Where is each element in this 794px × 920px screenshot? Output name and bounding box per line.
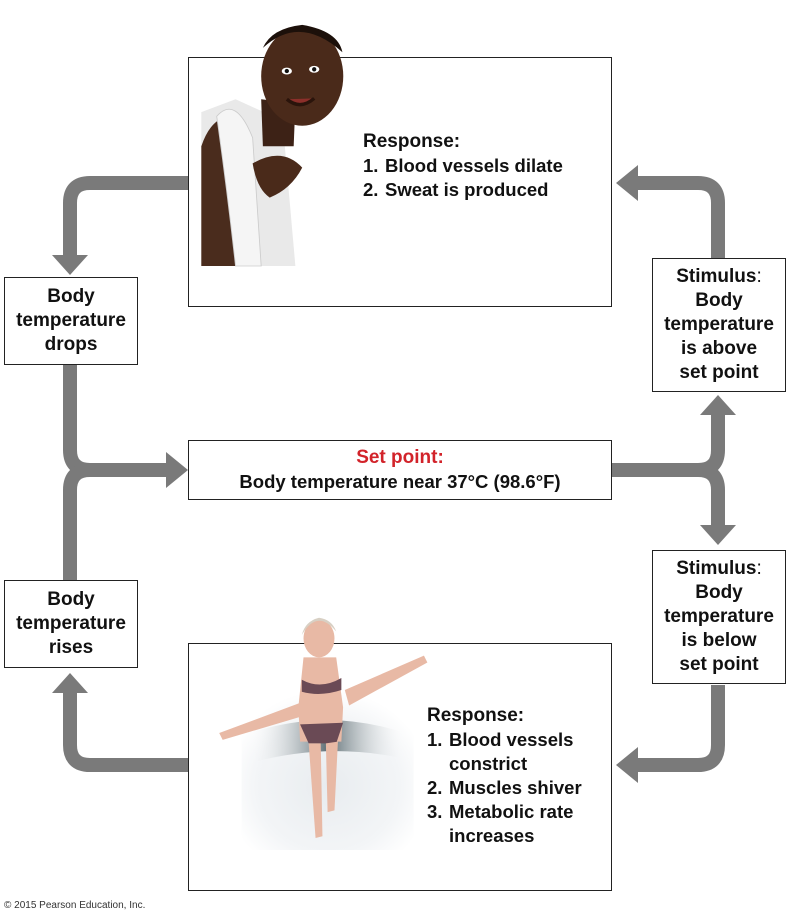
stimulus-above-line-2: temperature — [664, 314, 774, 335]
cold-woman-photo — [219, 617, 428, 850]
stimulus-below-box: Stimulus: Body temperature is below set … — [652, 550, 786, 684]
temperature-drops-box: Body temperature drops — [4, 277, 138, 365]
stimulus-below-label: Stimulus: — [676, 557, 762, 581]
cold-response-box: Response: 1. Blood vessels constrict 2. … — [188, 617, 612, 891]
hot-response-item: 1. Blood vessels dilate — [363, 154, 563, 178]
item-text-line-1: Blood vessels — [449, 729, 574, 750]
stimulus-above-box: Stimulus: Body temperature is above set … — [652, 258, 786, 392]
arrow-drops-to-setpoint — [63, 365, 170, 477]
item-text-line-1: Metabolic rate — [449, 801, 574, 822]
arrowhead-right-setpoint — [166, 452, 188, 488]
arrow-above-to-hot — [635, 176, 725, 258]
item-number: 2. — [427, 777, 443, 798]
item-number: 2. — [363, 179, 379, 200]
rises-line-2: temperature — [16, 613, 126, 634]
arrow-hot-to-drops — [63, 176, 188, 258]
arrowhead-down-below — [700, 525, 736, 545]
cold-response-item: 2. Muscles shiver — [427, 776, 582, 800]
set-point-text: Body temperature near 37°C (98.6°F) — [239, 471, 561, 492]
item-number: 1. — [427, 729, 443, 750]
stimulus-below-line-1: Body — [695, 582, 743, 603]
temperature-rises-box: Body temperature rises — [4, 580, 138, 668]
arrowhead-up-above — [700, 395, 736, 415]
stimulus-colon: : — [756, 558, 762, 579]
stimulus-word: Stimulus — [676, 558, 757, 579]
hot-response-item: 2. Sweat is produced — [363, 178, 563, 202]
stimulus-above-line-4: set point — [679, 362, 759, 383]
arrowhead-up-rises — [52, 673, 88, 693]
drops-line-1: Body — [47, 286, 95, 307]
set-point-title: Set point: — [356, 447, 444, 468]
item-text-line-2: increases — [449, 825, 535, 846]
hot-response-title: Response: — [363, 131, 461, 152]
hot-response-box: Response: 1. Blood vessels dilate 2. Swe… — [188, 24, 612, 307]
stimulus-below-line-3: is below — [681, 630, 757, 651]
item-text-line-1: Muscles shiver — [449, 777, 582, 798]
rises-line-1: Body — [47, 589, 95, 610]
set-point-box: Set point: Body temperature near 37°C (9… — [188, 440, 612, 500]
item-number: 1. — [363, 155, 379, 176]
stimulus-above-label: Stimulus: — [676, 265, 762, 289]
cold-response-item: 3. Metabolic rate increases — [427, 800, 582, 848]
item-text-line-2: constrict — [449, 753, 528, 774]
item-text: Sweat is produced — [385, 179, 549, 200]
rises-line-3: rises — [48, 637, 94, 658]
arrow-setpoint-right — [612, 412, 725, 477]
arrow-below-to-cold — [635, 685, 725, 772]
stimulus-above-line-1: Body — [695, 290, 743, 311]
arrowhead-down-drops — [52, 255, 88, 275]
copyright-notice: © 2015 Pearson Education, Inc. — [4, 900, 146, 911]
arrow-cold-to-rises — [63, 690, 188, 772]
arrowhead-left-hot — [616, 165, 638, 201]
cold-response-item: 1. Blood vessels constrict — [427, 728, 582, 776]
sweating-man-photo — [201, 24, 344, 267]
arrow-setpoint-below — [697, 463, 725, 528]
stimulus-word: Stimulus — [676, 266, 757, 287]
cold-response-title: Response: — [427, 705, 525, 726]
stimulus-below-line-4: set point — [679, 654, 759, 675]
stimulus-below-line-2: temperature — [664, 606, 774, 627]
arrowhead-left-cold — [616, 747, 638, 783]
arrow-rises-to-setpoint — [63, 463, 91, 580]
item-number: 3. — [427, 801, 443, 822]
item-text: Blood vessels dilate — [385, 155, 563, 176]
stimulus-above-line-3: is above — [680, 338, 758, 359]
drops-line-2: temperature — [16, 310, 126, 331]
stimulus-colon: : — [756, 266, 762, 287]
drops-line-3: drops — [44, 334, 98, 355]
